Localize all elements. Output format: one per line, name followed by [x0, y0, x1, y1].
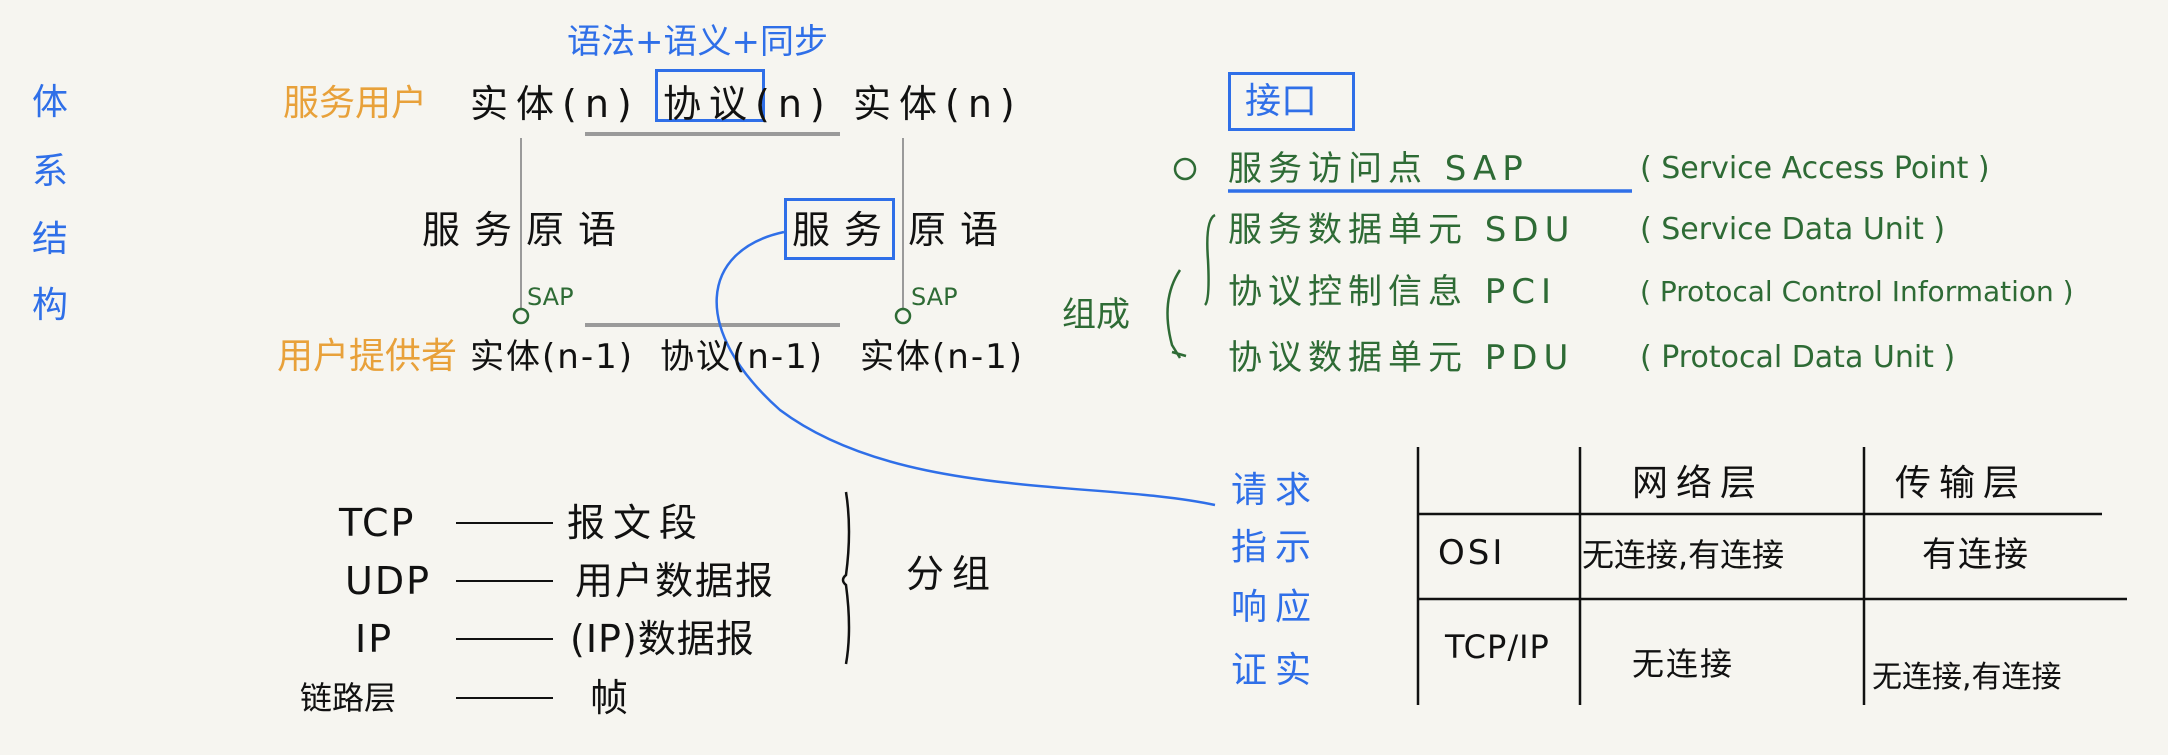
sap-left-point: [512, 307, 530, 325]
composition-bracket: [1166, 269, 1187, 359]
protocol-elements-note: 语法+语义+同步: [567, 22, 828, 62]
layer-name: UDP: [345, 559, 431, 603]
data-unit-name: 报文段: [567, 501, 706, 545]
table-cell: 无连接,有连接: [1582, 536, 1785, 574]
table-row-label: OSI: [1438, 533, 1506, 573]
layer-name: IP: [355, 617, 394, 661]
inner-brace: [1203, 213, 1216, 306]
data-unit-name: 用户数据报: [575, 559, 776, 603]
interface-item-en: ( Service Access Point ): [1640, 151, 1990, 186]
primitive-item: 响应: [1231, 587, 1320, 628]
layer-name: 链路层: [300, 679, 397, 717]
title-char: 体: [32, 82, 69, 123]
sap-right-point: [894, 307, 912, 325]
title-char: 结: [32, 219, 69, 260]
group-brace: [841, 491, 851, 665]
primitive-item: 证实: [1231, 650, 1320, 691]
dash-lines: [456, 522, 553, 699]
interface-heading: 接口: [1245, 81, 1318, 122]
sap-left-label: SAP: [527, 283, 574, 311]
primitive-item: 请求: [1231, 470, 1320, 511]
service-highlight-box: [784, 198, 895, 260]
interface-item-en: ( Protocal Data Unit ): [1640, 340, 1956, 375]
entity-n1-left: 实体(n-1): [470, 337, 634, 377]
service-user-label: 服务用户: [283, 83, 428, 124]
protocol-n: 协议(n): [663, 82, 833, 126]
interface-heading-box: [1228, 72, 1355, 131]
entity-n-left: 实体(n): [470, 82, 640, 126]
table-grid: [1416, 447, 2127, 705]
entity-n1-right: 实体(n-1): [860, 337, 1024, 377]
primitive-item: 指示: [1231, 527, 1320, 568]
layer-name: TCP: [339, 501, 416, 545]
service-primitive-left: 服务原语: [422, 208, 631, 252]
service-to-primitives-arrow: [715, 230, 1216, 507]
primitive-right: 原语: [908, 208, 1013, 252]
data-unit-name: 帧: [590, 676, 637, 720]
interface-item-en: ( Service Data Unit ): [1640, 212, 1946, 247]
entity-n-right: 实体(n): [853, 82, 1023, 126]
interface-item-zh: 协议数据单元 PDU: [1228, 338, 1575, 378]
service-boxed: 服务: [792, 208, 897, 252]
title-char: 系: [32, 151, 69, 192]
interface-item-zh: 服务访问点 SAP: [1228, 149, 1529, 189]
interface-item-zh: 协议控制信息 PCI: [1228, 272, 1558, 312]
table-cell: 无连接,有连接: [1872, 660, 2062, 695]
bullet-circle: [1173, 157, 1197, 181]
table-header: 网络层: [1632, 463, 1765, 504]
interface-item-zh: 服务数据单元 SDU: [1228, 210, 1576, 250]
group-label: 分组: [906, 552, 999, 596]
table-cell: 有连接: [1922, 535, 2030, 575]
sap-right-label: SAP: [911, 283, 958, 311]
data-unit-name: (IP)数据报: [570, 617, 755, 661]
protocol-highlight-box: [655, 69, 765, 122]
composition-label: 组成: [1062, 295, 1130, 335]
title-char: 构: [32, 285, 69, 326]
table-header: 传输层: [1895, 463, 2028, 504]
protocol-n1: 协议(n-1): [660, 337, 824, 377]
table-cell: 无连接: [1632, 645, 1735, 683]
interface-item-en: ( Protocal Control Information ): [1640, 275, 2074, 308]
service-provider-label: 用户提供者: [277, 336, 458, 377]
table-row-label: TCP/IP: [1445, 628, 1550, 666]
